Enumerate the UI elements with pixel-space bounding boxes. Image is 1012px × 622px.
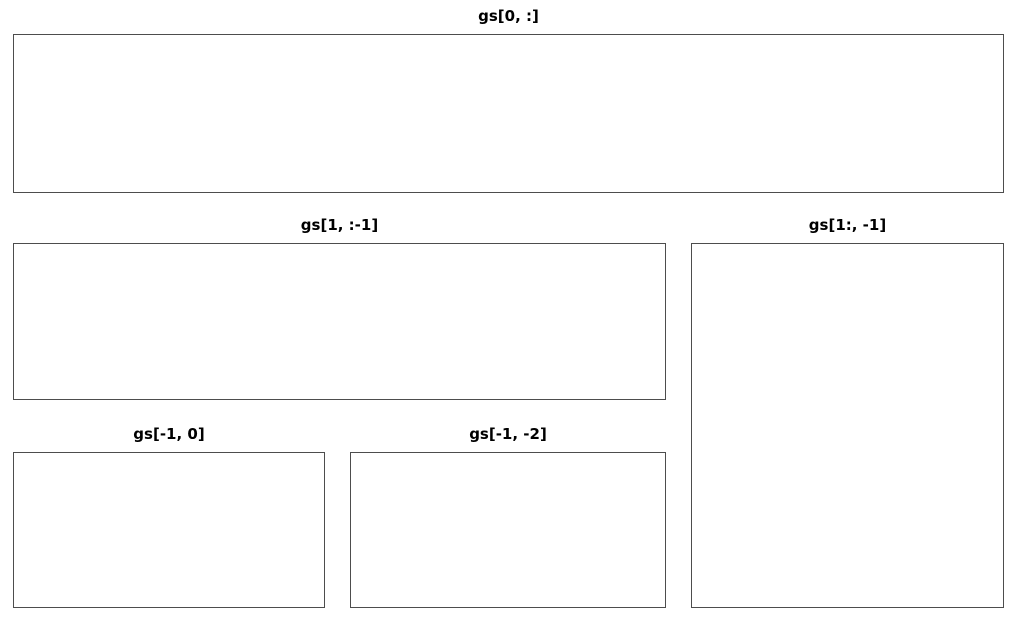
axes-title-gs-neg1-0: gs[-1, 0] bbox=[133, 425, 205, 443]
axes-title-gs-1-colon-neg1: gs[1, :-1] bbox=[300, 216, 379, 234]
axes-title-gs-0-colon: gs[0, :] bbox=[478, 7, 539, 25]
axes-panel-gs-0-colon[interactable] bbox=[13, 34, 1004, 193]
axes-title-gs-1colon-neg1: gs[1:, -1] bbox=[808, 216, 887, 234]
axes-title-gs-neg1-neg2: gs[-1, -2] bbox=[469, 425, 547, 443]
axes-panel-gs-1-colon-neg1[interactable] bbox=[13, 243, 666, 400]
axes-panel-gs-1colon-neg1[interactable] bbox=[691, 243, 1004, 608]
axes-panel-gs-neg1-0[interactable] bbox=[13, 452, 325, 608]
axes-panel-gs-neg1-neg2[interactable] bbox=[350, 452, 666, 608]
